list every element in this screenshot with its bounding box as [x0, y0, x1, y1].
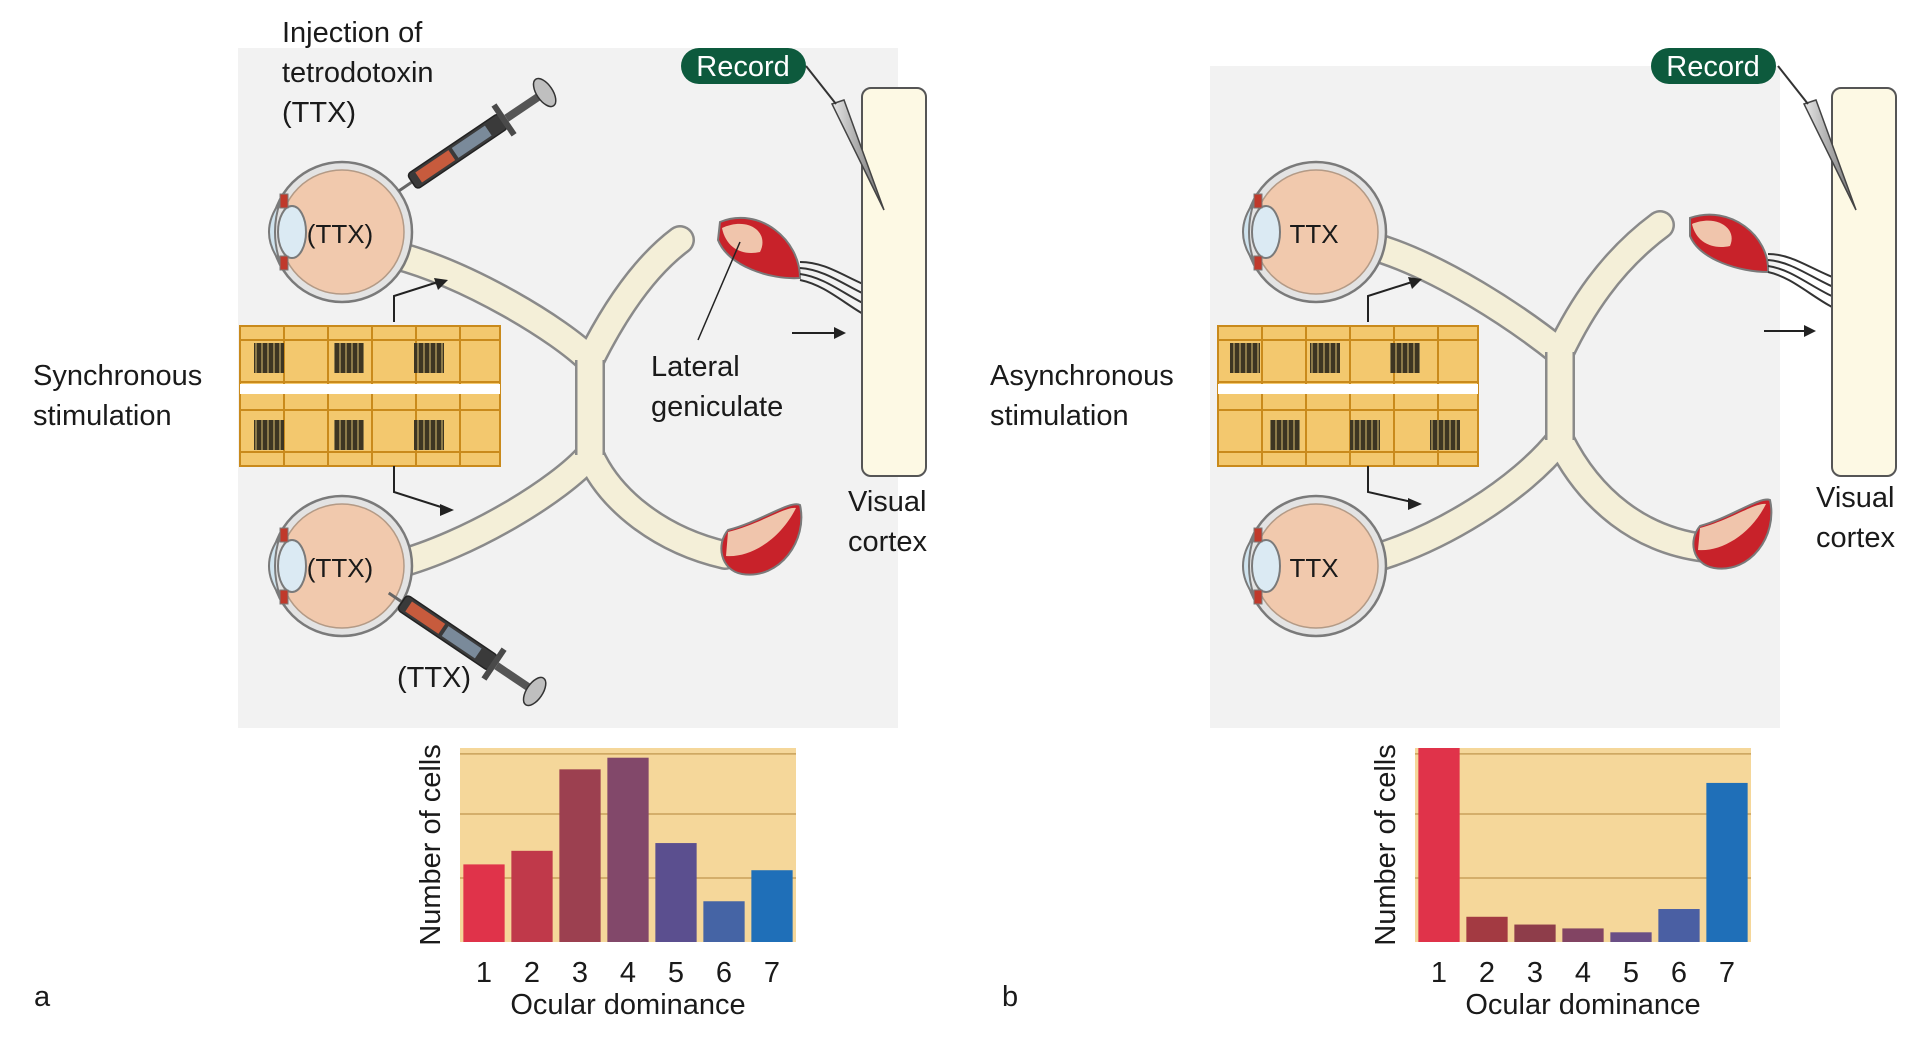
x-tick-label: 7 [1719, 957, 1735, 989]
syringe-ttx-label: (TTX) [397, 662, 471, 694]
stimulation-grid [1217, 325, 1479, 467]
x-tick-label: 6 [1671, 957, 1687, 989]
bar-2 [511, 850, 553, 942]
record-label: Record [696, 51, 790, 83]
cortex-label: Visual cortex [1816, 482, 1903, 554]
arrow-icon [393, 281, 445, 509]
bar-3 [559, 769, 601, 942]
y-axis-label: Number of cells [1370, 744, 1402, 945]
arrow-icon [1764, 325, 1816, 337]
bar-1 [463, 864, 505, 942]
x-tick-label: 6 [716, 957, 732, 989]
x-tick-label: 2 [524, 957, 540, 989]
plot-area [1415, 748, 1751, 942]
x-axis-label: Ocular dominance [510, 989, 745, 1021]
bar-6 [703, 901, 745, 942]
optic-nerve-upper [382, 227, 693, 382]
injection-label: Injection of tetrodotoxin (TTX) [282, 17, 442, 129]
optic-nerve-upper [1355, 212, 1673, 372]
electrode-icon [805, 65, 885, 211]
bar-5 [1610, 932, 1652, 942]
lgn-label: Lateral geniculate [651, 351, 783, 423]
cortex-label: Visual cortex [848, 486, 935, 558]
bar-5 [655, 843, 697, 942]
visual-cortex [1831, 87, 1897, 477]
record-label: Record [1666, 51, 1760, 83]
bar-4 [1562, 928, 1604, 942]
electrode-icon [1777, 65, 1857, 211]
x-tick-label: 5 [668, 957, 684, 989]
eye-lower-ttx-label: TTX [1289, 553, 1338, 583]
panel-a: Record [33, 17, 935, 1013]
stimulation-label: Synchronous stimulation [33, 360, 210, 432]
x-tick-label: 2 [1479, 957, 1495, 989]
panel-letter: b [1002, 981, 1018, 1013]
bar-6 [1658, 909, 1700, 942]
panel-letter: a [34, 981, 51, 1013]
lgn-leader-line [697, 241, 741, 341]
x-axis-label: Ocular dominance [1465, 989, 1700, 1021]
x-tick-label: 1 [1431, 957, 1447, 989]
arrow-icon [792, 327, 846, 339]
x-tick-label: 4 [1575, 957, 1591, 989]
bar-3 [1514, 924, 1556, 942]
eye-upper-ttx-label: (TTX) [307, 219, 373, 249]
x-tick-label: 4 [620, 957, 636, 989]
panel-b: Record TT [990, 48, 1903, 1013]
eye-lower-ttx-label: (TTX) [307, 553, 373, 583]
eye-upper-ttx-label: TTX [1289, 219, 1338, 249]
bar-4 [607, 757, 649, 942]
x-tick-label: 3 [1527, 957, 1543, 989]
bar-1 [1418, 748, 1460, 942]
x-tick-label: 7 [764, 957, 780, 989]
bar-7 [751, 870, 793, 942]
stimulation-grid [239, 325, 501, 467]
bar-7 [1706, 782, 1748, 942]
x-tick-label: 5 [1623, 957, 1639, 989]
x-tick-label: 3 [572, 957, 588, 989]
optic-nerve-lower [1355, 416, 1718, 573]
record-badge [681, 48, 806, 84]
record-badge [1651, 48, 1776, 84]
optic-nerve-lower [382, 431, 738, 578]
stimulation-label: Asynchronous stimulation [990, 360, 1182, 432]
y-axis-label: Number of cells [415, 744, 447, 945]
arrow-icon [1367, 281, 1413, 503]
visual-cortex [861, 87, 927, 477]
x-tick-label: 1 [476, 957, 492, 989]
bar-2 [1466, 916, 1508, 942]
